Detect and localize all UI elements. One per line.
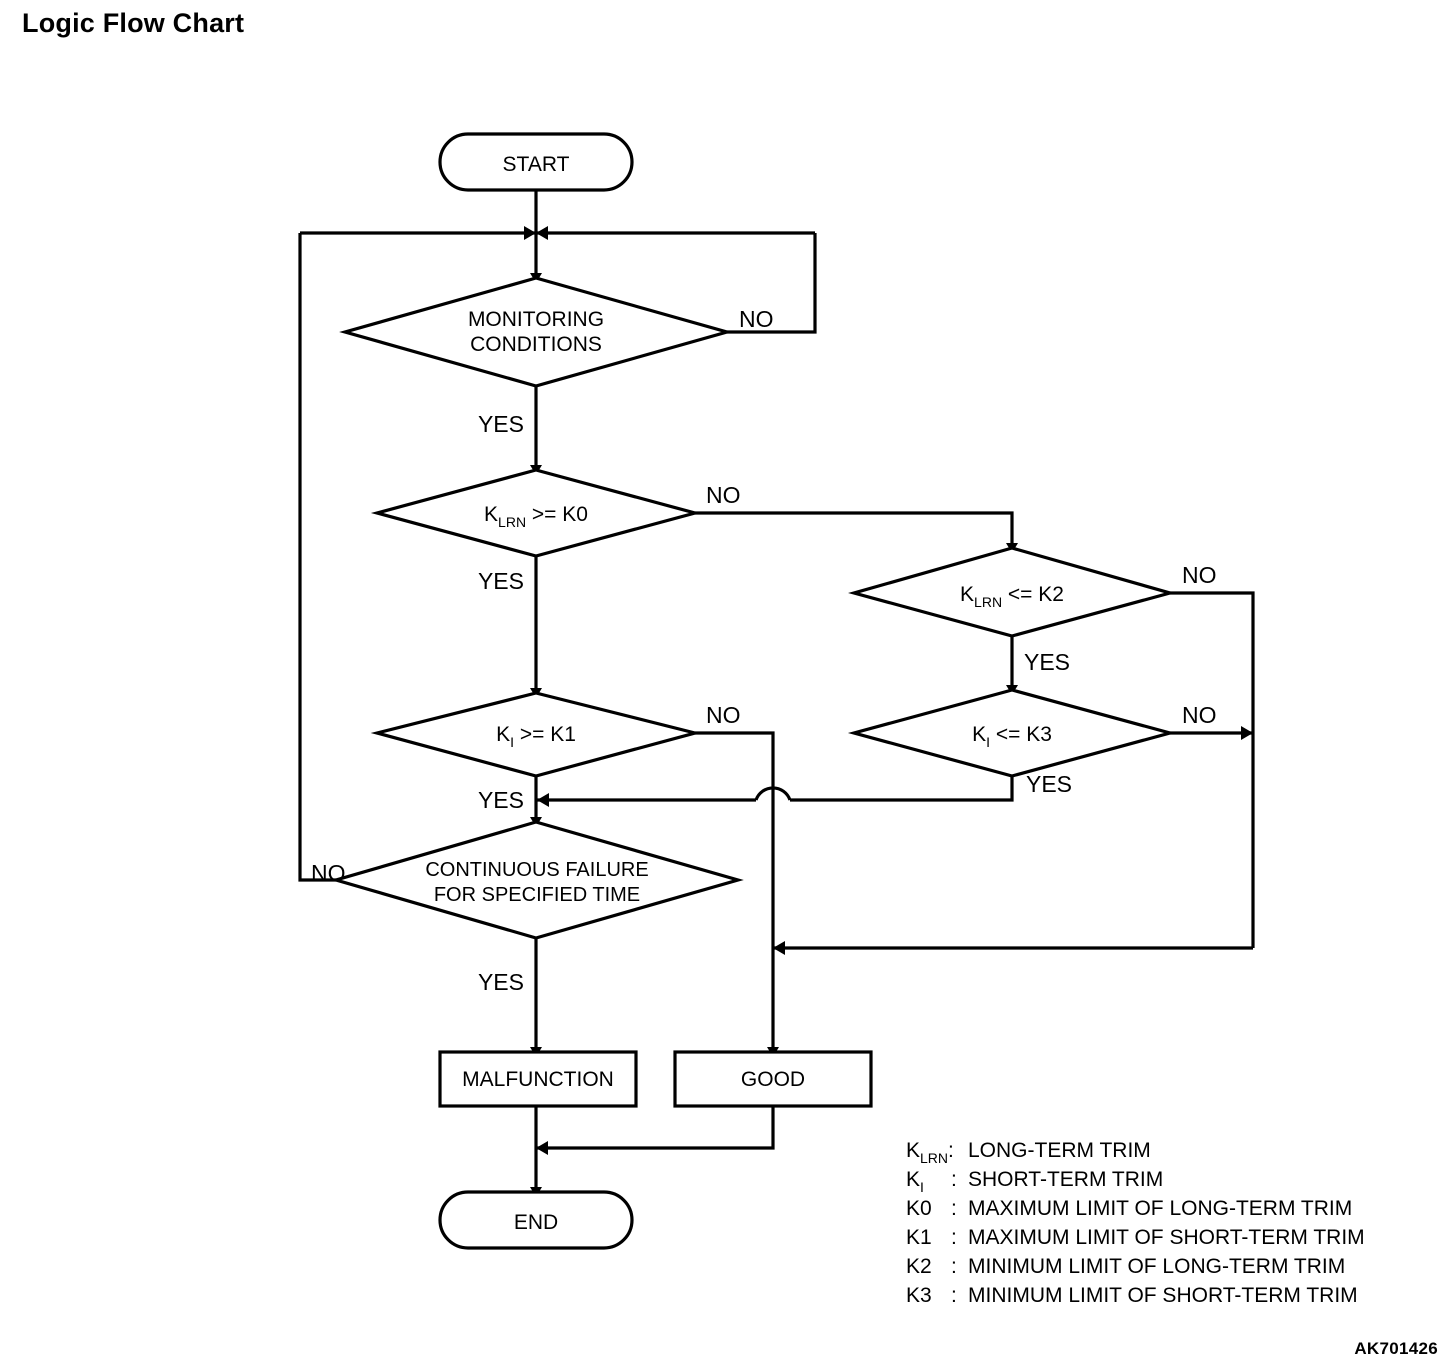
edge-klrn-k0-no <box>695 511 1018 553</box>
ki-k3-rest: <= K3 <box>990 723 1052 746</box>
edge-klrn-k2-no <box>1170 591 1255 948</box>
klrn-k0-rest: >= K0 <box>526 503 588 526</box>
legend-key-sub-1: I <box>920 1179 924 1195</box>
legend-text-3: MAXIMUM LIMIT OF SHORT-TERM TRIM <box>968 1226 1365 1249</box>
legend-key-sep-3: : <box>951 1226 957 1249</box>
edge-monitoring-no-loop <box>727 233 817 334</box>
branch-label-monitoring-yes: YES <box>478 411 524 437</box>
legend-key-sep-4: : <box>951 1255 957 1278</box>
node-continuous-label-line2: FOR SPECIFIED TIME <box>434 884 640 906</box>
node-malfunction: MALFUNCTION <box>438 1050 638 1108</box>
node-klrn-le-k2: KLRN <= K2 <box>848 546 1176 638</box>
branch-label-ki-k3-yes: YES <box>1026 771 1072 797</box>
branch-label-continuous-no: NO <box>311 860 346 886</box>
legend-key-base-1: K <box>906 1168 920 1191</box>
legend-key-sep-0: : <box>948 1139 954 1162</box>
ki-k3-base: K <box>972 723 986 746</box>
legend-text-4: MINIMUM LIMIT OF LONG-TERM TRIM <box>968 1255 1345 1278</box>
klrn-k2-base: K <box>960 583 974 606</box>
legend-row-2: K0 : MAXIMUM LIMIT OF LONG-TERM TRIM <box>906 1197 1352 1220</box>
branch-label-klrn-k2-yes: YES <box>1024 649 1070 675</box>
legend: KLRN: LONG-TERM TRIM KI : SHORT-TERM TRI… <box>906 1139 1365 1307</box>
branch-label-ki-k1-yes: YES <box>478 787 524 813</box>
arrowhead-ki-k3-yes <box>537 793 549 807</box>
merge-arrowhead-left <box>524 226 536 240</box>
node-start: START <box>438 132 634 192</box>
legend-key-5: K3 <box>906 1284 932 1307</box>
legend-text-5: MINIMUM LIMIT OF SHORT-TERM TRIM <box>968 1284 1358 1307</box>
node-monitoring-label-line1: MONITORING <box>468 308 604 331</box>
page-title: Logic Flow Chart <box>22 8 245 38</box>
node-continuous-failure: CONTINUOUS FAILURE FOR SPECIFIED TIME <box>330 820 744 940</box>
legend-text-0: LONG-TERM TRIM <box>968 1139 1151 1162</box>
legend-key-sep-2: : <box>951 1197 957 1220</box>
merge-arrowhead-right <box>536 226 548 240</box>
legend-row-1: KI : SHORT-TERM TRIM <box>906 1168 1163 1195</box>
ki-k1-base: K <box>496 723 510 746</box>
klrn-k0-sub: LRN <box>498 514 526 530</box>
node-good-label: GOOD <box>741 1068 805 1091</box>
branch-label-klrn-k0-no: NO <box>706 482 741 508</box>
arrowhead-good-to-end <box>536 1141 548 1155</box>
legend-key-1: KI <box>906 1168 924 1195</box>
legend-text-1: SHORT-TERM TRIM <box>968 1168 1163 1191</box>
legend-key-sep-5: : <box>951 1284 957 1307</box>
node-monitoring-conditions: MONITORING CONDITIONS <box>339 276 733 388</box>
node-klrn-le-k2-label: KLRN <= K2 <box>960 583 1064 610</box>
legend-key-sub-0: LRN <box>920 1150 948 1166</box>
branch-label-ki-k1-no: NO <box>706 702 741 728</box>
arrowhead-ki-k3-no <box>1241 726 1253 740</box>
branch-label-ki-k3-no: NO <box>1182 702 1217 728</box>
klrn-k2-sub: LRN <box>974 594 1002 610</box>
node-end-label: END <box>514 1211 558 1234</box>
node-ki-le-k3: KI <= K3 <box>847 688 1177 778</box>
node-ki-ge-k1-label: KI >= K1 <box>496 723 576 750</box>
node-klrn-ge-k0: KLRN >= K0 <box>370 468 702 558</box>
edge-good-to-end <box>536 1106 775 1150</box>
line-hop-arc <box>754 786 792 801</box>
node-klrn-ge-k0-label: KLRN >= K0 <box>484 503 588 530</box>
legend-row-4: K2 : MINIMUM LIMIT OF LONG-TERM TRIM <box>906 1255 1345 1278</box>
node-malfunction-label: MALFUNCTION <box>462 1068 614 1091</box>
ki-k1-sub: I <box>510 734 514 750</box>
legend-key-base-0: K <box>906 1139 920 1162</box>
node-end: END <box>438 1190 634 1250</box>
node-ki-le-k3-label: KI <= K3 <box>972 723 1052 750</box>
klrn-k2-rest: <= K2 <box>1002 583 1064 606</box>
edge-ki-k3-yes <box>790 776 1014 802</box>
arrowhead-right-rail-to-good <box>773 941 785 955</box>
klrn-k0-base: K <box>484 503 498 526</box>
reference-code: AK701426 <box>1354 1339 1438 1358</box>
node-monitoring-label-line2: CONDITIONS <box>470 333 602 356</box>
legend-key-3: K1 <box>906 1226 932 1249</box>
node-ki-ge-k1: KI >= K1 <box>370 691 702 778</box>
branch-label-continuous-yes: YES <box>478 969 524 995</box>
node-start-label: START <box>503 153 570 176</box>
legend-text-2: MAXIMUM LIMIT OF LONG-TERM TRIM <box>968 1197 1352 1220</box>
legend-key-sep-1: : <box>951 1168 957 1191</box>
legend-key-0: KLRN: <box>906 1139 954 1166</box>
branch-label-klrn-k2-no: NO <box>1182 562 1217 588</box>
ki-k1-rest: >= K1 <box>514 723 576 746</box>
legend-row-5: K3 : MINIMUM LIMIT OF SHORT-TERM TRIM <box>906 1284 1358 1307</box>
legend-key-4: K2 <box>906 1255 932 1278</box>
edge-ki-k1-no <box>695 731 779 1057</box>
legend-row-0: KLRN: LONG-TERM TRIM <box>906 1139 1151 1166</box>
legend-row-3: K1 : MAXIMUM LIMIT OF SHORT-TERM TRIM <box>906 1226 1365 1249</box>
edge-continuous-no-loop <box>298 233 336 882</box>
branch-label-klrn-k0-yes: YES <box>478 568 524 594</box>
node-continuous-label-line1: CONTINUOUS FAILURE <box>425 859 648 881</box>
node-good: GOOD <box>673 1050 873 1108</box>
ki-k3-sub: I <box>986 734 990 750</box>
branch-label-monitoring-no: NO <box>739 306 774 332</box>
legend-key-2: K0 <box>906 1197 932 1220</box>
